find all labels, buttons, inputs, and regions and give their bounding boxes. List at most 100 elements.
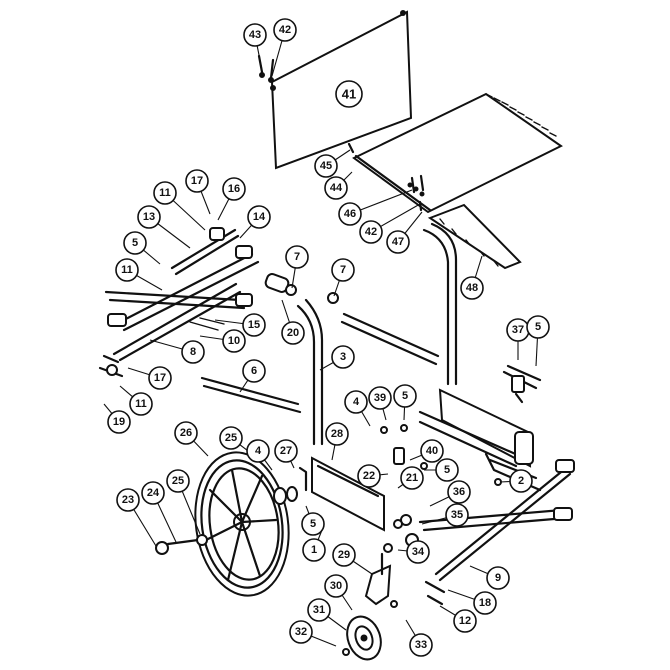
callout-4: 4 xyxy=(246,439,273,471)
callout-43: 43 xyxy=(243,23,267,71)
callout-11: 11 xyxy=(119,385,153,416)
callout-number: 7 xyxy=(294,251,300,263)
axle-hardware xyxy=(155,486,298,555)
callout-number: 5 xyxy=(310,518,316,530)
callout-number: 33 xyxy=(415,639,427,651)
callout-number: 44 xyxy=(330,182,343,194)
callout-35: 35 xyxy=(421,503,469,527)
callout-number: 11 xyxy=(159,187,171,199)
callout-number: 42 xyxy=(279,24,291,36)
callout-3: 3 xyxy=(319,345,355,371)
callout-number: 24 xyxy=(147,487,160,499)
callout-circle xyxy=(243,23,267,47)
callout-circle xyxy=(307,598,331,622)
callout-29: 29 xyxy=(332,543,373,575)
callout-32: 32 xyxy=(289,620,337,647)
callout-circle xyxy=(181,340,205,364)
callout-number: 11 xyxy=(121,264,133,276)
callout-25: 25 xyxy=(219,426,261,461)
callout-circle xyxy=(460,276,484,300)
callout-23: 23 xyxy=(116,488,157,547)
small-hardware xyxy=(342,424,502,656)
seat-panel-label: 41 xyxy=(342,87,356,102)
callout-number: 21 xyxy=(406,472,418,484)
callout-17: 17 xyxy=(185,169,211,215)
callout-circle xyxy=(285,245,309,269)
callout-number: 45 xyxy=(320,160,332,172)
callout-number: 20 xyxy=(287,327,299,339)
callout-circle xyxy=(325,422,349,446)
callout-circle xyxy=(247,205,271,229)
callout-33: 33 xyxy=(405,619,433,657)
callout-7: 7 xyxy=(331,258,355,297)
callout-number: 6 xyxy=(251,365,257,377)
callout-14: 14 xyxy=(239,205,271,239)
callout-number: 13 xyxy=(143,211,155,223)
callout-circle xyxy=(338,202,362,226)
callout-circle xyxy=(331,345,355,369)
callout-5: 5 xyxy=(123,231,161,265)
callout-number: 25 xyxy=(172,475,184,487)
callout-number: 15 xyxy=(248,319,260,331)
callout-circle xyxy=(174,421,198,445)
callout-circle xyxy=(242,359,266,383)
callout-37: 37 xyxy=(506,318,530,360)
callout-circle xyxy=(289,620,313,644)
callout-11: 11 xyxy=(115,258,163,291)
callout-circle xyxy=(420,439,444,463)
callout-48: 48 xyxy=(460,255,484,300)
callout-circle xyxy=(509,469,533,493)
callout-circle xyxy=(185,169,209,193)
callout-circle xyxy=(473,591,497,615)
seat-strip xyxy=(427,203,522,270)
callout-13: 13 xyxy=(137,205,191,249)
callout-number: 22 xyxy=(363,470,375,482)
callout-number: 10 xyxy=(228,335,240,347)
callout-circle xyxy=(526,315,550,339)
callout-number: 4 xyxy=(353,396,360,408)
callout-28: 28 xyxy=(325,422,349,461)
callout-number: 25 xyxy=(225,432,237,444)
callout-21: 21 xyxy=(397,466,424,490)
callout-circle xyxy=(148,366,172,390)
callout-27: 27 xyxy=(274,439,298,469)
callout-circle xyxy=(344,390,368,414)
callout-39: 39 xyxy=(368,386,392,421)
callout-number: 43 xyxy=(249,29,261,41)
callout-circle xyxy=(332,543,356,567)
callout-17: 17 xyxy=(127,366,172,390)
callout-25: 25 xyxy=(166,469,201,535)
callout-circle xyxy=(115,258,139,282)
callout-circle xyxy=(406,540,430,564)
callout-number: 42 xyxy=(365,226,377,238)
callout-number: 19 xyxy=(113,416,125,428)
callout-circle xyxy=(273,18,297,42)
callout-number: 9 xyxy=(495,572,501,584)
left-crossbrace xyxy=(98,227,260,378)
callout-number: 23 xyxy=(122,494,134,506)
frame-tube-front xyxy=(296,222,458,446)
callout-number: 37 xyxy=(512,324,524,336)
callout-circle xyxy=(357,464,381,488)
callout-circle xyxy=(301,512,325,536)
callout-circle xyxy=(486,566,510,590)
callout-1: 1 xyxy=(302,529,326,562)
callout-18: 18 xyxy=(447,589,497,615)
callout-circle xyxy=(324,574,348,598)
callout-circle xyxy=(123,231,147,255)
callout-circle xyxy=(246,439,270,463)
callout-15: 15 xyxy=(214,313,266,337)
callout-30: 30 xyxy=(324,574,353,611)
callout-number: 27 xyxy=(280,445,292,457)
callout-circle xyxy=(453,609,477,633)
callout-19: 19 xyxy=(103,403,131,434)
callout-number: 34 xyxy=(412,546,425,558)
callout-number: 29 xyxy=(338,549,350,561)
callout-26: 26 xyxy=(174,421,209,457)
callout-circle xyxy=(129,392,153,416)
callout-8: 8 xyxy=(149,339,205,364)
callout-40: 40 xyxy=(409,439,444,463)
callout-circle xyxy=(137,205,161,229)
caster-assembly xyxy=(346,552,392,661)
